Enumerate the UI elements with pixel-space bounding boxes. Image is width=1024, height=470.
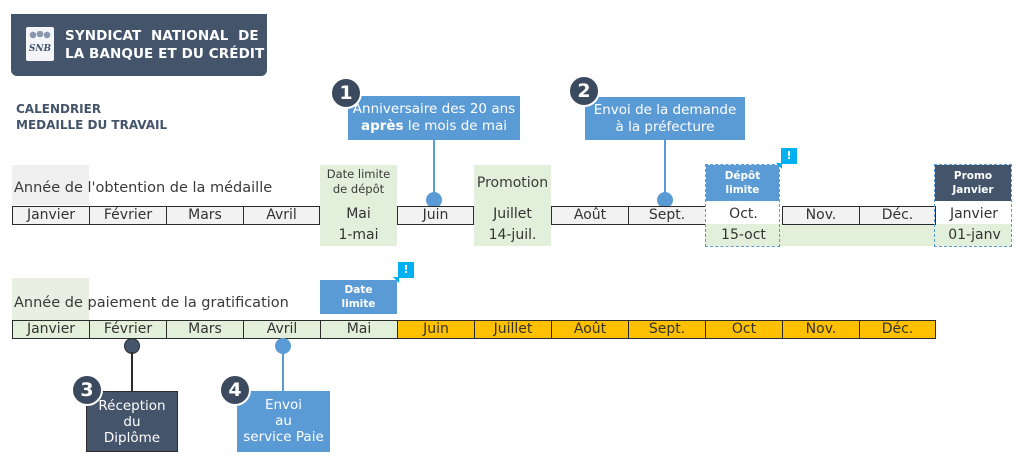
timeline-1-date-label: 15-oct: [721, 227, 766, 243]
timeline-1-month-cell: Oct.: [729, 206, 758, 222]
step-4-line-3: service Paie: [243, 429, 324, 445]
step-1-badge: 1: [330, 77, 362, 109]
step-4-connector: [282, 352, 284, 392]
step-2-dot: [657, 192, 673, 208]
step-4-line-2: au: [275, 413, 292, 429]
subtitle-line-1: CALENDRIER: [16, 102, 102, 116]
timeline-2-label: Année de paiement de la gratification: [14, 295, 289, 311]
timeline-2-month-cell: Juin: [397, 320, 474, 339]
promo-janvier-tag: Promo Janvier: [935, 165, 1011, 201]
promo-janvier-box: [934, 164, 1012, 247]
step-2-line-2: à la préfecture: [615, 119, 715, 135]
timeline-2-month-cell: Juillet: [474, 320, 551, 339]
step-2-callout: Envoi de la demande à la préfecture: [585, 97, 745, 140]
date-limite-2-line-2: limite: [341, 298, 376, 310]
depot-limite-line-1: Dépôt: [724, 170, 761, 182]
timeline-2-month-cell: Janvier: [12, 320, 89, 339]
title-line-2: LA BANQUE ET DU CRÉDIT: [65, 46, 265, 62]
snb-logo-icon: SNB: [26, 27, 54, 61]
timeline-1-date-label: 14-juil.: [488, 227, 537, 243]
timeline-1-date-label: 1-mai: [338, 227, 379, 243]
promotion-label: Promotion: [476, 175, 549, 191]
timeline-2-month-cell: Déc.: [859, 320, 936, 339]
timeline-1-month-cell: Sept.: [628, 206, 705, 225]
timeline-1-month-cell: Mars: [166, 206, 243, 225]
timeline-2-month-cell: Août: [551, 320, 628, 339]
subtitle-line-2: MEDAILLE DU TRAVAIL: [16, 118, 168, 132]
date-limite-line-1: Date limite: [326, 167, 391, 181]
step-1-connector: [433, 140, 435, 196]
date-limite-depot-marker: Date limite de dépôt: [320, 165, 397, 201]
header-banner: SNB SYNDICAT NATIONAL DE LA BANQUE ET DU…: [11, 14, 267, 76]
promo-janvier-line-1: Promo: [953, 170, 993, 182]
organization-title: SYNDICAT NATIONAL DE LA BANQUE ET DU CRÉ…: [65, 27, 264, 63]
timeline-2-month-cell: Sept.: [628, 320, 705, 339]
timeline-1-date-label: 01-janv: [948, 227, 1001, 243]
timeline-1-month-cell: Avril: [243, 206, 320, 225]
depot-limite-line-2: limite: [725, 184, 760, 196]
timeline-2-month-cell: Oct: [705, 320, 782, 339]
timeline-1-month-cell: Janvier: [949, 206, 999, 222]
step-4-line-1: Envoi: [264, 397, 303, 413]
step-2-connector: [664, 140, 666, 196]
timeline-2-month-cell: Mai: [320, 320, 397, 339]
title-line-1: SYNDICAT NATIONAL DE: [65, 28, 259, 44]
timeline-2-month-cell: Février: [89, 320, 166, 339]
step-4-badge: 4: [219, 374, 251, 406]
mai-highlight: [320, 201, 397, 246]
step-1-line-1: Anniversaire des 20 ans: [352, 101, 516, 117]
step-3-connector: [131, 352, 133, 392]
step-4-dot: [275, 338, 291, 354]
timeline-1-month-cell: Juillet: [493, 206, 532, 222]
timeline-1-month-cell: Février: [89, 206, 166, 225]
promotion-marker: Promotion: [474, 165, 551, 201]
step-1-line-2: après le mois de mai: [348, 118, 520, 135]
promo-janvier-line-2: Janvier: [952, 184, 994, 196]
juillet-highlight: [474, 201, 551, 246]
timeline-2-month-cell: Nov.: [782, 320, 859, 339]
timeline-1-month-cell: Nov.: [782, 206, 859, 225]
date-limite-line-2: de dépôt: [332, 182, 385, 196]
alert-icon: !: [393, 262, 414, 283]
timeline-1-month-cell: Juin: [397, 206, 474, 225]
depot-limite-box: [705, 164, 780, 247]
timeline-1-month-cell: Janvier: [12, 206, 89, 225]
depot-limite-tag: Dépôt limite: [706, 165, 779, 201]
step-3-badge: 3: [71, 374, 103, 406]
step-2-badge: 2: [568, 75, 600, 107]
step-2-line-1: Envoi de la demande: [593, 102, 737, 118]
timeline-1-label: Année de l'obtention de la médaille: [14, 180, 273, 196]
step-3-callout: Réception du Diplôme: [86, 391, 178, 452]
step-3-line-2: du: [123, 414, 141, 430]
date-limite-tag: Date limite: [320, 280, 397, 314]
step-1-dot: [426, 192, 442, 208]
timeline-1-month-cell: Déc.: [859, 206, 936, 225]
step-1-rest: le mois de mai: [403, 118, 508, 134]
step-1-bold: après: [360, 118, 404, 134]
page-subtitle: CALENDRIER MEDAILLE DU TRAVAIL: [16, 101, 167, 133]
date-limite-2-line-1: Date: [344, 284, 373, 296]
step-3-line-3: Diplôme: [103, 430, 161, 446]
timeline-2-month-cell: Avril: [243, 320, 320, 339]
timeline-1-label-bg: [12, 165, 89, 205]
step-3-line-1: Réception: [98, 398, 166, 414]
timeline-1-month-cell: Mai: [346, 206, 371, 222]
alert-icon: !: [776, 148, 797, 169]
timeline-1-month-cell: Août: [551, 206, 628, 225]
timeline-2-month-cell: Mars: [166, 320, 243, 339]
timeline-2-label-bg: [12, 278, 89, 320]
step-1-callout: Anniversaire des 20 ans après le mois de…: [348, 96, 520, 140]
step-4-callout: Envoi au service Paie: [237, 391, 330, 452]
